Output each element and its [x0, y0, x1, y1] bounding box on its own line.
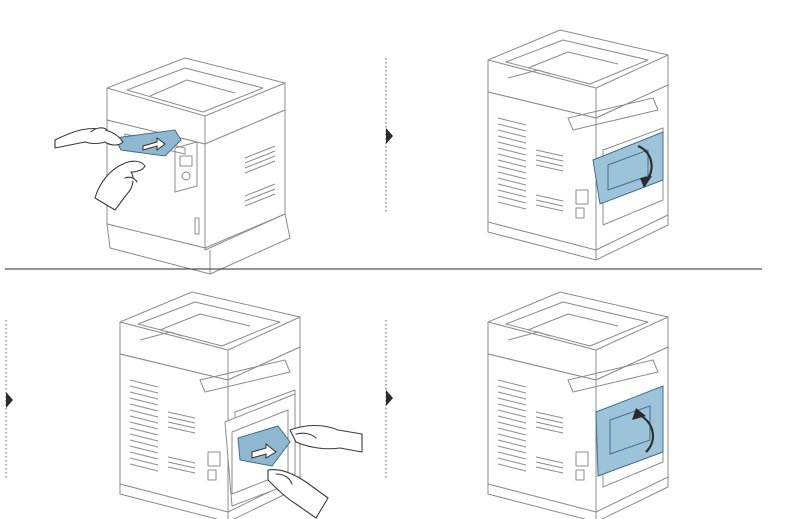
jammed-paper-rear-shape: [237, 425, 291, 467]
panel-2-printer-rear-door-open-icon: [487, 29, 669, 261]
step-arrow-2-3: [6, 392, 13, 408]
hand-upper-rear-icon: [289, 424, 363, 453]
hand-upper-icon: [54, 127, 124, 149]
hand-lower-rear-icon: [267, 469, 329, 519]
hand-lower-icon: [94, 160, 146, 211]
panel-4-printer-rear-door-close-icon: [487, 291, 669, 519]
step-arrow-3-4: [386, 390, 393, 406]
panel-1-printer-front-paper-pull-icon: [54, 57, 291, 275]
step-arrow-1-2: [386, 128, 393, 144]
panel-3-printer-rear-paper-pull-icon: [119, 291, 363, 519]
jammed-paper-shape: [114, 129, 182, 157]
